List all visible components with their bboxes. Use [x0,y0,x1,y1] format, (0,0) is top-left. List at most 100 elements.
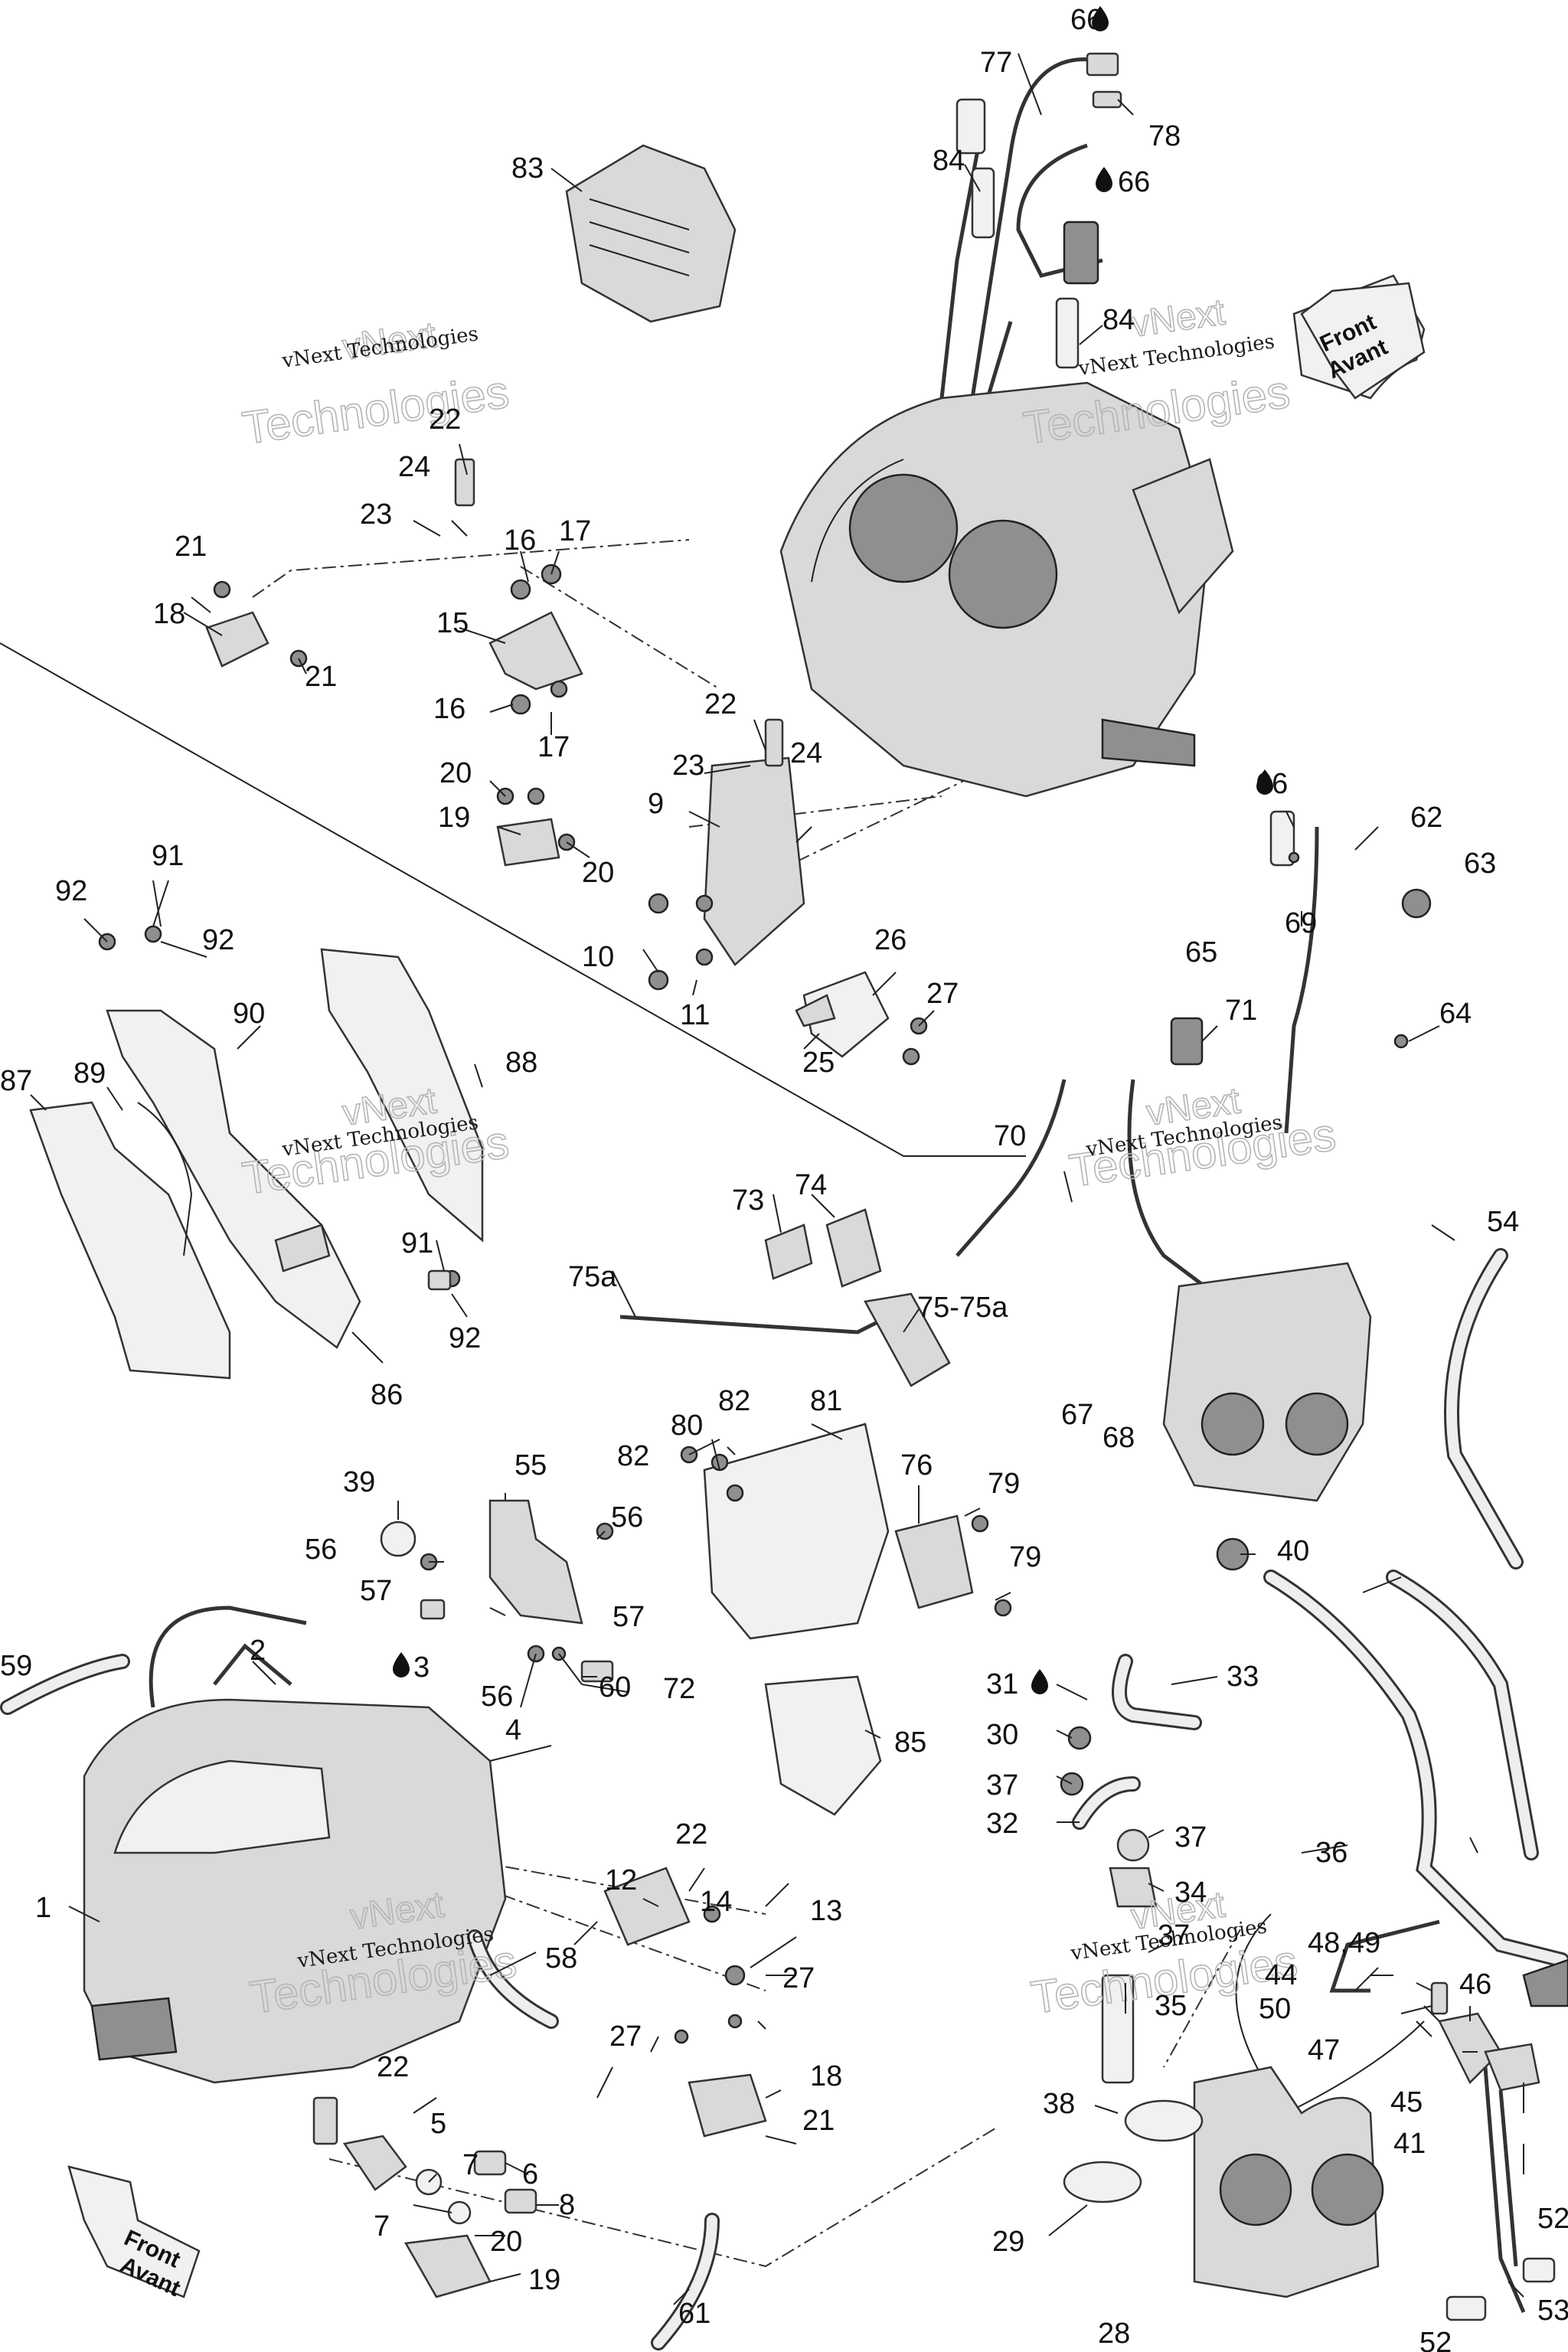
callout-10: 10 [582,941,614,973]
callout-69: 69 [1285,907,1317,939]
callout-33: 33 [1227,1661,1259,1693]
callout-53: 53 [1537,2295,1568,2327]
callout-75-75a: 75-75a [917,1292,1008,1324]
callout-59: 59 [0,1650,32,1682]
callout-23-mid: 23 [672,750,704,782]
callout-70: 70 [994,1120,1026,1152]
callout-27-left: 27 [609,2020,642,2053]
callout-84-left: 84 [933,145,965,177]
callout-21-top: 21 [175,531,207,563]
callout-27-top: 27 [926,978,959,1010]
drop-icon [1256,769,1273,795]
callout-81: 81 [810,1385,842,1417]
callout-24-top: 24 [398,451,430,483]
callout-67: 67 [1061,1399,1093,1431]
callout-20-top: 20 [439,757,472,789]
callout-22-lower: 22 [675,1818,707,1851]
callout-27-right: 27 [782,1962,815,1994]
callout-58: 58 [545,1942,577,1975]
callout-8: 8 [559,2189,575,2221]
callout-57-right: 57 [612,1601,645,1633]
callout-19-bottom: 19 [528,2264,560,2296]
callout-11: 11 [680,999,710,1031]
callout-47: 47 [1308,2034,1340,2066]
callout-52-right: 52 [1537,2203,1568,2235]
callout-92-right: 92 [202,924,234,956]
callout-14: 14 [700,1886,732,1918]
callout-4: 4 [505,1714,521,1746]
upper-engine [779,381,1234,798]
callout-20-mid: 20 [582,857,614,889]
callout-88: 88 [505,1047,537,1079]
callout-34: 34 [1174,1877,1207,1909]
callout-79-bottom: 79 [1009,1541,1041,1573]
callout-72: 72 [663,1673,695,1705]
callout-37-left: 37 [986,1769,1018,1802]
callout-83: 83 [511,152,544,185]
callout-56-right: 56 [611,1501,643,1534]
callout-91-mid: 91 [401,1227,433,1259]
callout-26: 26 [874,924,906,956]
callout-36: 36 [1315,1837,1348,1869]
callout-82-left: 82 [617,1440,649,1472]
callout-82-top: 82 [718,1385,750,1417]
callout-5: 5 [430,2108,446,2140]
callout-20-bottom: 20 [490,2226,522,2258]
callout-17-mid: 17 [537,731,570,763]
callout-52-bottom: 52 [1419,2327,1452,2352]
callout-22-bottom: 22 [377,2051,409,2083]
callout-16-top: 16 [504,524,536,557]
callout-31: 31 [986,1668,1018,1700]
callout-61: 61 [678,2298,710,2330]
callout-1: 1 [35,1892,51,1924]
callout-25: 25 [802,1047,835,1079]
callout-2: 2 [250,1635,266,1667]
watermark-big-2b: vNext [1129,292,1227,345]
callout-66-top: 66 [1070,4,1102,36]
callout-66-right: 66 [1256,768,1288,800]
lower-engine [0,1606,507,2084]
callout-21-mid: 21 [305,661,337,693]
callout-28: 28 [1098,2318,1130,2350]
callout-40: 40 [1277,1535,1309,1567]
callout-45: 45 [1390,2086,1423,2118]
right-hoses [1216,1248,1568,1968]
callout-38: 38 [1043,2088,1075,2120]
callout-6: 6 [522,2158,538,2190]
callout-46: 46 [1459,1968,1491,2001]
callout-41: 41 [1393,2128,1426,2160]
callout-30: 30 [986,1719,1018,1751]
reference-lines [0,539,1425,2268]
callout-22-mid: 22 [704,688,737,720]
callout-92-mid: 92 [449,1322,481,1354]
callout-16-mid: 16 [433,693,466,725]
callout-74: 74 [795,1169,827,1201]
callout-78: 78 [1148,120,1181,152]
callout-57-left: 57 [360,1575,392,1607]
callout-56-left: 56 [305,1534,337,1566]
callout-80: 80 [671,1410,703,1442]
callout-12: 12 [605,1864,637,1896]
fluid-drop-icons [393,6,1273,1694]
callout-48-49: 48,49 [1308,1927,1380,1959]
callout-23-top: 23 [360,498,392,531]
callout-18-top: 18 [153,598,185,630]
callout-29: 29 [992,2226,1024,2258]
center-cables [619,810,1432,1387]
callout-63: 63 [1464,848,1496,880]
callout-labels: 66 77 78 66 84 84 83 22 24 23 16 17 21 1… [0,4,1568,2352]
upper-mount-parts [205,458,928,1066]
callout-9: 9 [648,788,664,820]
ignition-wires [939,52,1122,399]
callout-18-lower: 18 [810,2060,842,2092]
front-arrow-top: Front Avant [1292,274,1426,400]
callout-32: 32 [986,1808,1018,1840]
leader-lines [30,53,1524,2305]
engine-control-module [565,144,737,323]
callout-77: 77 [980,47,1012,79]
lower-mounts [312,1867,767,2350]
callout-3: 3 [413,1651,430,1684]
callout-44: 44 [1265,1959,1297,1991]
callout-87: 87 [0,1065,32,1097]
callout-50: 50 [1259,1993,1291,2025]
